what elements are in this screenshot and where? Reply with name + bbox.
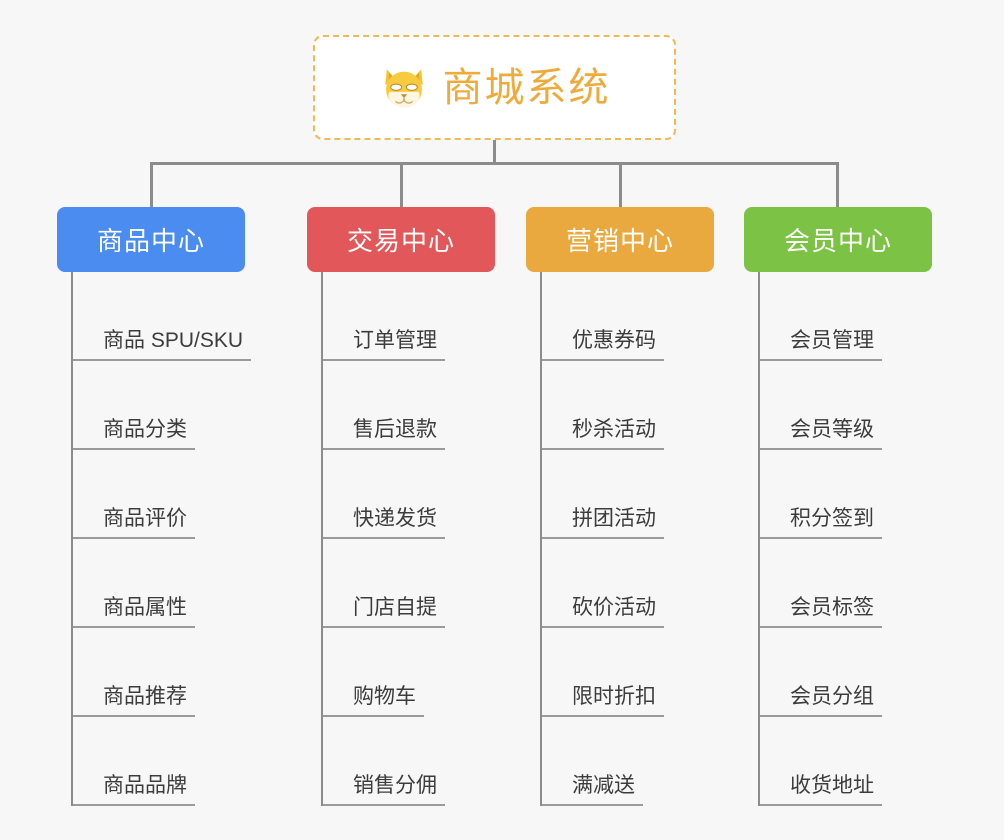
list-item[interactable]: 优惠券码 (542, 272, 714, 361)
list-item[interactable]: 购物车 (323, 628, 495, 717)
list-item[interactable]: 秒杀活动 (542, 361, 714, 450)
branch-leaf-list-4: 会员管理 会员等级 积分签到 会员标签 会员分组 收货地址 (758, 272, 932, 806)
leaf-label: 会员标签 (760, 597, 882, 628)
leaf-label: 商品属性 (73, 597, 195, 628)
leaf-label: 商品推荐 (73, 686, 195, 717)
leaf-label: 商品分类 (73, 419, 195, 450)
leaf-label: 会员分组 (760, 686, 882, 717)
list-item[interactable]: 商品推荐 (73, 628, 245, 717)
list-item[interactable]: 满减送 (542, 717, 714, 806)
list-item[interactable]: 商品 SPU/SKU (73, 272, 252, 361)
branch-leaf-list-1: 商品 SPU/SKU 商品分类 商品评价 商品属性 商品推荐 商品品牌 (71, 272, 252, 806)
branch-column-4: 会员中心 会员管理 会员等级 积分签到 会员标签 会员分组 收货地址 (744, 207, 932, 806)
leaf-label: 商品品牌 (73, 775, 195, 806)
branch-leaf-list-3: 优惠券码 秒杀活动 拼团活动 砍价活动 限时折扣 满减送 (540, 272, 714, 806)
branch-header-label: 商品中心 (96, 226, 205, 256)
branch-header-3[interactable]: 营销中心 (526, 207, 714, 272)
connector-drop-1 (150, 162, 153, 208)
list-item[interactable]: 销售分佣 (323, 717, 495, 806)
leaf-label: 销售分佣 (323, 775, 445, 806)
list-item[interactable]: 收货地址 (760, 717, 932, 806)
leaf-label: 限时折扣 (542, 686, 664, 717)
leaf-label: 满减送 (542, 775, 643, 806)
list-item[interactable]: 订单管理 (323, 272, 495, 361)
connector-drop-3 (619, 162, 622, 208)
leaf-label: 会员管理 (760, 330, 882, 361)
leaf-label: 收货地址 (760, 775, 882, 806)
branch-header-1[interactable]: 商品中心 (57, 207, 245, 272)
list-item[interactable]: 砍价活动 (542, 539, 714, 628)
list-item[interactable]: 会员标签 (760, 539, 932, 628)
leaf-label: 拼团活动 (542, 508, 664, 539)
branch-header-label: 会员中心 (783, 226, 892, 256)
branch-header-4[interactable]: 会员中心 (744, 207, 932, 272)
list-item[interactable]: 积分签到 (760, 450, 932, 539)
list-item[interactable]: 商品品牌 (73, 717, 245, 806)
root-title: 商城系统 (442, 65, 611, 110)
list-item[interactable]: 会员等级 (760, 361, 932, 450)
branch-column-1: 商品中心 商品 SPU/SKU 商品分类 商品评价 商品属性 商品推荐 商品品牌 (57, 207, 252, 806)
leaf-label: 商品 SPU/SKU (73, 330, 252, 361)
list-item[interactable]: 售后退款 (323, 361, 495, 450)
list-item[interactable]: 会员分组 (760, 628, 932, 717)
list-item[interactable]: 拼团活动 (542, 450, 714, 539)
root-node[interactable]: 商城系统 (313, 35, 676, 140)
leaf-label: 购物车 (323, 686, 424, 717)
leaf-label: 会员等级 (760, 419, 882, 450)
branch-header-label: 交易中心 (346, 226, 455, 256)
branch-header-2[interactable]: 交易中心 (307, 207, 495, 272)
leaf-label: 积分签到 (760, 508, 882, 539)
branch-leaf-list-2: 订单管理 售后退款 快递发货 门店自提 购物车 销售分佣 (321, 272, 495, 806)
leaf-label: 优惠券码 (542, 330, 664, 361)
connector-drop-2 (400, 162, 403, 208)
list-item[interactable]: 限时折扣 (542, 628, 714, 717)
leaf-label: 售后退款 (323, 419, 445, 450)
list-item[interactable]: 快递发货 (323, 450, 495, 539)
shiba-dog-face-icon (379, 63, 429, 113)
leaf-label: 商品评价 (73, 508, 195, 539)
branch-column-2: 交易中心 订单管理 售后退款 快递发货 门店自提 购物车 销售分佣 (307, 207, 495, 806)
list-item[interactable]: 商品分类 (73, 361, 245, 450)
connector-drop-4 (836, 162, 839, 208)
list-item[interactable]: 会员管理 (760, 272, 932, 361)
leaf-label: 快递发货 (323, 508, 445, 539)
connector-horizontal-bus (150, 162, 839, 165)
connector-root-stem (493, 140, 496, 164)
leaf-label: 秒杀活动 (542, 419, 664, 450)
branch-header-label: 营销中心 (565, 226, 674, 256)
list-item[interactable]: 商品评价 (73, 450, 245, 539)
leaf-label: 砍价活动 (542, 597, 664, 628)
branch-column-3: 营销中心 优惠券码 秒杀活动 拼团活动 砍价活动 限时折扣 满减送 (526, 207, 714, 806)
list-item[interactable]: 商品属性 (73, 539, 245, 628)
leaf-label: 订单管理 (323, 330, 445, 361)
leaf-label: 门店自提 (323, 597, 445, 628)
list-item[interactable]: 门店自提 (323, 539, 495, 628)
